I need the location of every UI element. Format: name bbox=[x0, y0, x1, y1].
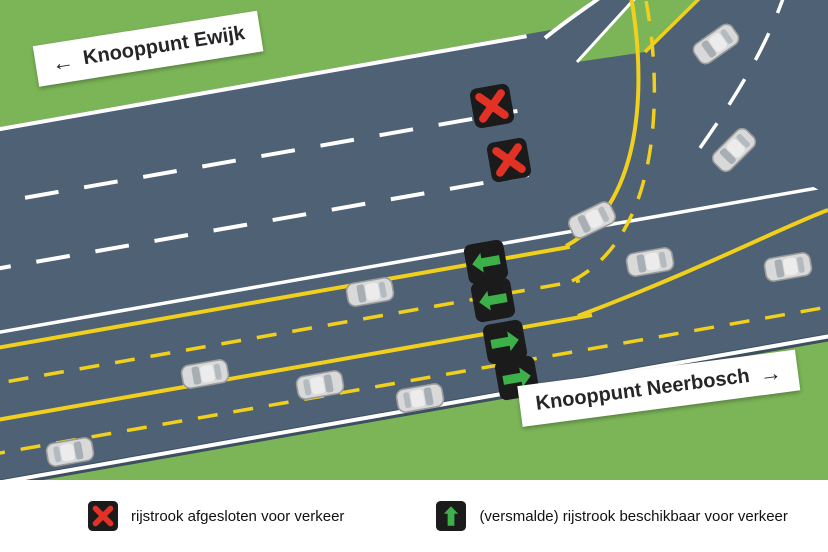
road-scene bbox=[0, 0, 828, 480]
carriageway-separator-line bbox=[0, 131, 828, 378]
edge-line-top bbox=[0, 34, 527, 181]
ramp-edge-line-white bbox=[543, 0, 600, 40]
legend-item-closed: rijstrook afgesloten voor verkeer bbox=[88, 501, 344, 531]
lane-open-left-sign-icon bbox=[469, 276, 517, 324]
legend-open-label: (versmalde) rijstrook beschikbaar voor v… bbox=[479, 507, 788, 525]
yellow-line-dashed-2 bbox=[0, 248, 828, 480]
right-arrow-icon: → bbox=[757, 359, 783, 387]
yellow-line-solid-1 bbox=[0, 244, 571, 393]
lane-open-icon bbox=[436, 501, 467, 531]
wedge-edge-yellow bbox=[643, 0, 701, 54]
lane-closed-sign-icon bbox=[469, 83, 515, 129]
lane-line-white-dashed-1 bbox=[0, 108, 518, 252]
legend-closed-label: rijstrook afgesloten voor verkeer bbox=[131, 507, 345, 525]
traffic-diagram: ← Knooppunt Ewijk Knooppunt Neerbosch → bbox=[0, 0, 828, 480]
crossover-yellow-dashed bbox=[571, 0, 657, 283]
lane-closed-icon bbox=[88, 501, 118, 531]
wedge-edge-white bbox=[575, 0, 636, 64]
yellow-line-dashed-1 bbox=[0, 278, 581, 427]
edge-line-bottom bbox=[0, 276, 828, 480]
yellow-line-solid-2 bbox=[0, 313, 593, 463]
legend-item-open: (versmalde) rijstrook beschikbaar voor v… bbox=[436, 501, 788, 531]
legend: rijstrook afgesloten voor verkeer (versm… bbox=[0, 480, 828, 552]
lane-line-white-dashed-2 bbox=[0, 172, 530, 316]
lane-closed-sign-icon bbox=[486, 137, 532, 183]
ramp-lane-dashed-white bbox=[698, 0, 785, 150]
left-arrow-icon: ← bbox=[49, 47, 76, 76]
crossover-yellow-line-2 bbox=[577, 208, 828, 318]
